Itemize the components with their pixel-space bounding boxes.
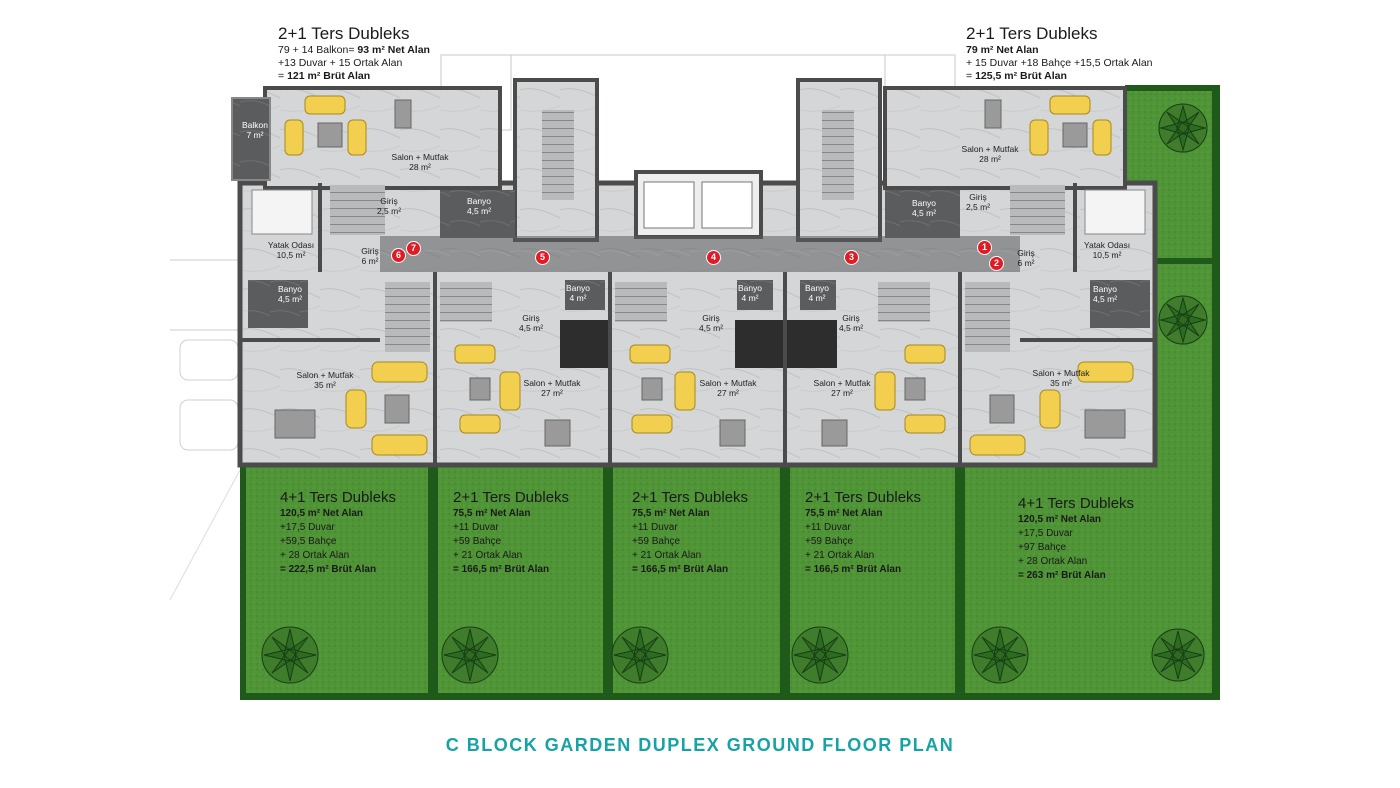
gross-area-line: = 121 m² Brüt Alan <box>278 70 371 82</box>
unit-title: 4+1 Ters Dubleks <box>280 489 397 506</box>
unit-title: 2+1 Ters Dubleks <box>805 489 922 506</box>
common-area: + 21 Ortak Alan <box>453 550 523 561</box>
unit-title: 2+1 Ters Dubleks <box>966 24 1098 43</box>
marker-4: 4 <box>706 250 721 265</box>
net-area: 120,5 m² Net Alan <box>1018 514 1101 525</box>
plan-title: C BLOCK GARDEN DUPLEX GROUND FLOOR PLAN <box>445 735 955 755</box>
unit-label-garden-3: 2+1 Ters Dubleks 75,5 m² Net Alan +11 Du… <box>632 488 748 577</box>
net-area-line: 79 + 14 Balkon= 93 m² Net Alan <box>278 44 430 56</box>
common-area: + 21 Ortak Alan <box>805 550 875 561</box>
marker-1: 1 <box>977 240 992 255</box>
unit-label-garden-4: 2+1 Ters Dubleks 75,5 m² Net Alan +11 Du… <box>805 488 921 577</box>
garden-area: +59 Bahçe <box>632 536 681 547</box>
unit-label-top-left: 2+1 Ters Dubleks 79 + 14 Balkon= 93 m² N… <box>278 24 430 83</box>
gross-area: = 222,5 m² Brüt Alan <box>280 564 377 575</box>
wall-area: +17,5 Duvar <box>280 522 335 533</box>
garden-area: +59,5 Bahçe <box>280 536 337 547</box>
unit-label-garden-1: 4+1 Ters Dubleks 120,5 m² Net Alan +17,5… <box>280 488 396 577</box>
net-area: 75,5 m² Net Alan <box>632 508 710 519</box>
marker-2: 2 <box>989 256 1004 271</box>
marker-3: 3 <box>844 250 859 265</box>
building <box>231 78 1158 468</box>
unit-title: 4+1 Ters Dubleks <box>1018 495 1135 512</box>
unit-title: 2+1 Ters Dubleks <box>632 489 749 506</box>
unit-title: 2+1 Ters Dubleks <box>453 489 570 506</box>
common-area: + 21 Ortak Alan <box>632 550 702 561</box>
garden-area: +59 Bahçe <box>453 536 502 547</box>
gross-area: = 166,5 m² Brüt Alan <box>632 564 729 575</box>
garden-area: +97 Bahçe <box>1018 542 1067 553</box>
unit-title: 2+1 Ters Dubleks <box>278 24 410 43</box>
net-area: 75,5 m² Net Alan <box>453 508 531 519</box>
gardens <box>240 85 1220 700</box>
net-area: 75,5 m² Net Alan <box>805 508 883 519</box>
gross-area-line: = 125,5 m² Brüt Alan <box>966 70 1067 82</box>
net-area-line: 79 m² Net Alan <box>966 44 1039 56</box>
wall-area: +11 Duvar <box>453 522 499 533</box>
marker-6: 6 <box>391 248 406 263</box>
net-area: 120,5 m² Net Alan <box>280 508 363 519</box>
furniture <box>284 95 1134 456</box>
unit-label-garden-5: 4+1 Ters Dubleks 120,5 m² Net Alan +17,5… <box>1018 494 1134 583</box>
wall-garden-common-line: + 15 Duvar +18 Bahçe +15,5 Ortak Alan <box>966 57 1153 69</box>
driveway-outline <box>169 259 241 601</box>
tables <box>274 99 1126 447</box>
marker-5: 5 <box>535 250 550 265</box>
gross-area: = 263 m² Brüt Alan <box>1018 570 1106 581</box>
unit-label-top-right: 2+1 Ters Dubleks 79 m² Net Alan + 15 Duv… <box>966 24 1153 83</box>
wall-common-line: +13 Duvar + 15 Ortak Alan <box>278 57 403 69</box>
garden-area: +59 Bahçe <box>805 536 854 547</box>
gross-area: = 166,5 m² Brüt Alan <box>805 564 902 575</box>
wall-area: +11 Duvar <box>632 522 678 533</box>
wall-area: +17,5 Duvar <box>1018 528 1073 539</box>
marker-7: 7 <box>406 241 421 256</box>
unit-label-garden-2: 2+1 Ters Dubleks 75,5 m² Net Alan +11 Du… <box>453 488 569 577</box>
tree-icons <box>261 103 1208 684</box>
wall-area: +11 Duvar <box>805 522 851 533</box>
common-area: + 28 Ortak Alan <box>280 550 350 561</box>
gross-area: = 166,5 m² Brüt Alan <box>453 564 550 575</box>
common-area: + 28 Ortak Alan <box>1018 556 1088 567</box>
